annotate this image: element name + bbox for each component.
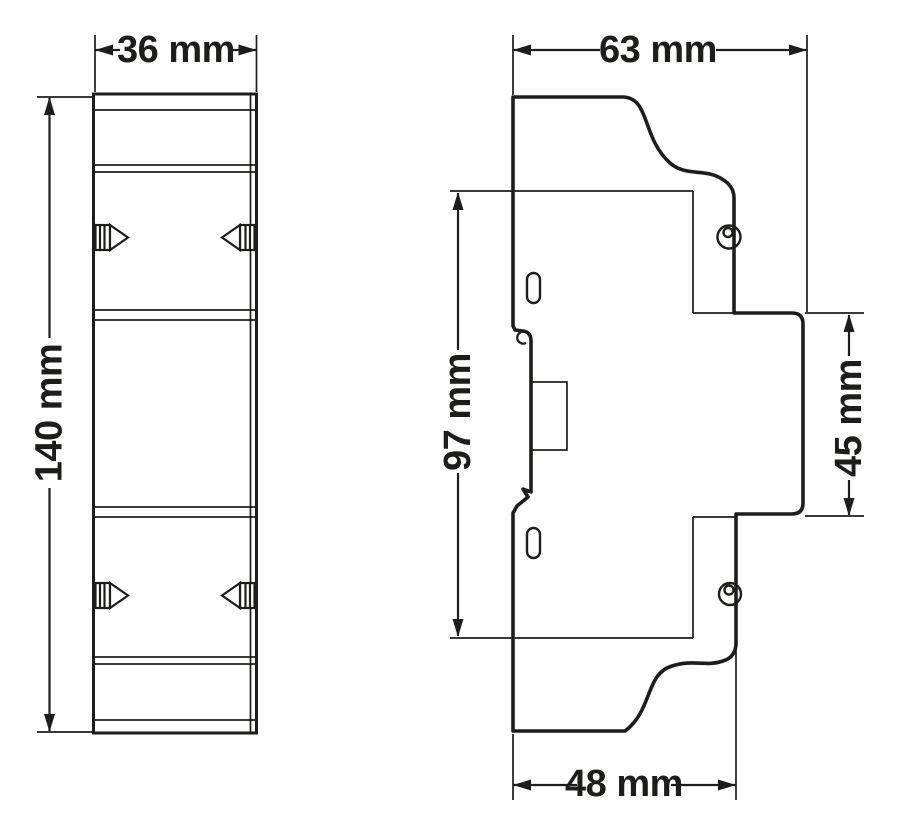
arrow-left-icon <box>513 44 531 56</box>
base-depth-label: 48 mm <box>565 763 683 805</box>
arrow-right-icon <box>238 44 257 56</box>
arrow-up-icon <box>843 314 855 332</box>
upper-right-clip-icon <box>220 222 256 253</box>
side-view-profile <box>511 95 805 733</box>
arrow-up-icon <box>452 192 464 210</box>
lower-left-clip-icon <box>94 580 130 611</box>
dimension-center-section-height: 45 mm <box>805 312 870 517</box>
front-view-outline <box>92 92 258 735</box>
front-width-label: 36 mm <box>117 29 235 71</box>
dimension-front-height: 140 mm <box>29 96 93 733</box>
side-depth-label: 63 mm <box>599 29 717 71</box>
side-view: 63 mm 97 mm 45 mm 48 m <box>437 29 870 805</box>
lower-slot-icon <box>525 526 542 560</box>
front-view: 36 mm 140 mm <box>29 29 258 735</box>
arrow-up-icon <box>44 97 55 115</box>
upper-left-clip-icon <box>94 222 130 253</box>
dimension-rail-section-height: 97 mm <box>437 192 479 637</box>
arrow-left-icon <box>513 779 531 791</box>
lower-right-clip-icon <box>220 580 256 611</box>
side-view-internal-edges <box>450 190 736 639</box>
arrow-down-icon <box>843 498 855 516</box>
dimension-front-width: 36 mm <box>94 29 258 92</box>
arrow-down-icon <box>452 619 464 637</box>
arrow-down-icon <box>44 714 55 732</box>
upper-slot-icon <box>525 271 542 305</box>
arrow-left-icon <box>95 44 113 56</box>
upper-seal-screw-icon <box>716 224 742 250</box>
dimension-side-depth: 63 mm <box>512 29 808 312</box>
front-height-label: 140 mm <box>29 344 71 483</box>
front-view-segment-lines <box>93 109 257 721</box>
din-rail-hook-icon <box>516 330 528 345</box>
dimension-base-depth: 48 mm <box>512 648 737 805</box>
arrow-right-icon <box>718 779 736 791</box>
arrow-right-icon <box>789 44 807 56</box>
center-section-height-label: 45 mm <box>828 359 870 477</box>
rail-section-height-label: 97 mm <box>437 353 479 471</box>
din-rail-clip-block <box>530 381 568 451</box>
